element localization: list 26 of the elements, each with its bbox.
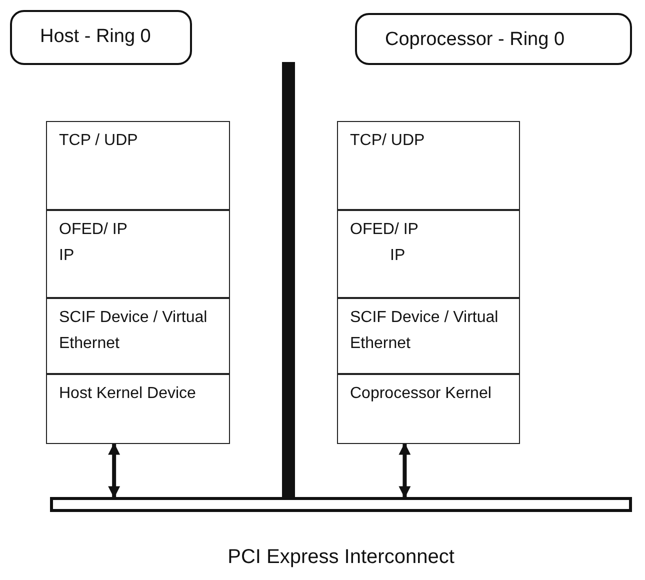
layer-box [46, 298, 230, 374]
layer-box [337, 121, 520, 210]
layer-label: OFED/ IP [350, 220, 420, 240]
layer-box [337, 210, 520, 298]
layer-label: SCIF Device / Virtual Ethernet [59, 308, 208, 354]
layer-box [337, 374, 520, 444]
layer-label: TCP / UDP [59, 131, 139, 151]
bus-caption: PCI Express Interconnect [226, 546, 456, 569]
ring-box [355, 13, 632, 65]
layer-box [46, 121, 230, 210]
layer-sublabel: IP [390, 246, 406, 266]
layer-label: TCP/ UDP [350, 131, 426, 151]
layer-box [46, 374, 230, 444]
double-arrow [108, 442, 120, 498]
layer-label: SCIF Device / Virtual Ethernet [350, 308, 500, 354]
bus-bar [50, 497, 632, 512]
layer-label: Coprocessor Kernel [350, 384, 492, 404]
ring-box [10, 10, 192, 65]
layer-sublabel: IP [59, 246, 76, 266]
layer-label: Host Kernel Device [59, 384, 197, 404]
layer-label: OFED/ IP [59, 220, 128, 240]
double-arrow [398, 442, 411, 498]
layer-box [46, 210, 230, 298]
layer-box [337, 298, 520, 374]
layer-label: Coprocessor - Ring 0 [385, 28, 566, 52]
layer-label: Host - Ring 0 [40, 25, 152, 49]
